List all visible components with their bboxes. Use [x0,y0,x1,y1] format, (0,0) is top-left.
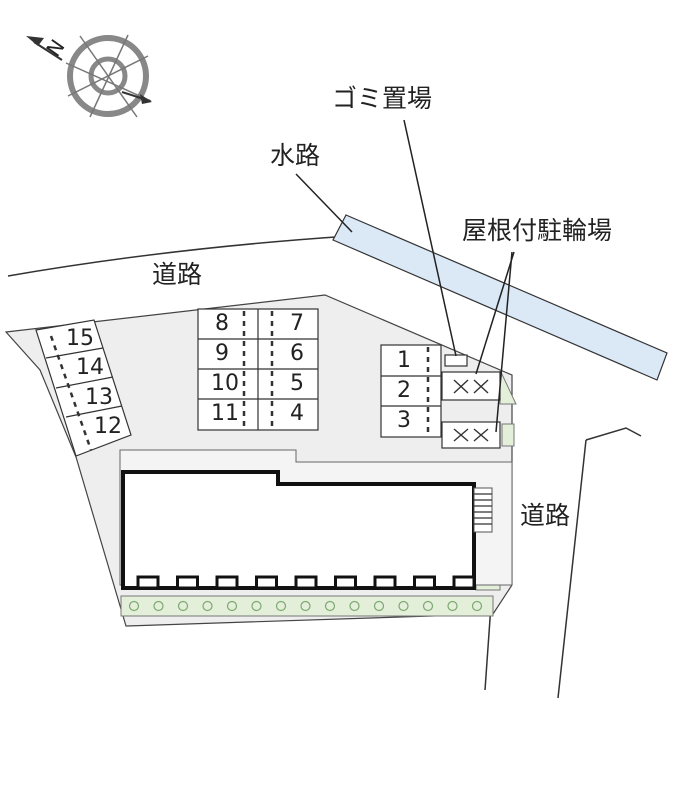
tree-icon [471,600,483,612]
bike-shelter [441,371,501,449]
bike-shelter-label: 屋根付駐輪場 [462,216,613,245]
tree-icon [398,600,409,612]
building [119,449,513,590]
parking-number: 10 [211,371,239,396]
parking-number: 8 [215,311,229,336]
balcony [176,575,199,590]
compass-icon [26,34,152,118]
tree-icon [275,600,287,612]
parking-right [380,344,442,438]
balconies [136,575,476,590]
parking-center [197,308,319,431]
tree-icon [300,600,311,612]
parking-number: 12 [94,414,122,439]
green-strip-bottom [120,595,494,617]
parking-number: 2 [397,378,411,403]
parking-number: 3 [397,408,411,433]
parking-left [35,319,132,457]
parking-number: 15 [66,326,94,351]
parking-number: 14 [76,355,104,380]
tree-icon [349,600,360,612]
road-top-label: 道路 [152,260,203,289]
tree-icon [226,600,238,612]
parking-number: 11 [211,401,239,426]
tree-icon [177,600,189,612]
tree-icon [422,600,434,612]
balcony [334,575,357,590]
parking-number: 6 [290,341,304,366]
tree-icon [251,600,262,612]
balcony [452,575,476,590]
parking-number: 13 [85,385,113,410]
tree-icon [373,600,385,612]
leader-lines [295,119,515,433]
balcony [136,575,160,590]
parking-number: 9 [215,341,229,366]
tree-icon [128,600,140,612]
parking-number: 5 [290,371,304,396]
parking-number: 4 [290,401,304,426]
garbage-label: ゴミ置場 [332,84,433,113]
balcony [255,575,278,590]
tree-icon [153,600,164,612]
balcony [373,575,397,590]
tree-icon [447,600,458,612]
tree-icon [324,600,336,612]
road-right-label: 道路 [520,501,571,530]
parking-number: 1 [397,348,411,373]
parking-number: 7 [290,311,304,336]
balcony [413,575,436,590]
garbage-station [444,354,468,367]
balcony [215,575,239,590]
waterway-label: 水路 [270,141,321,170]
tree-icon [202,600,213,612]
balcony [294,575,318,590]
